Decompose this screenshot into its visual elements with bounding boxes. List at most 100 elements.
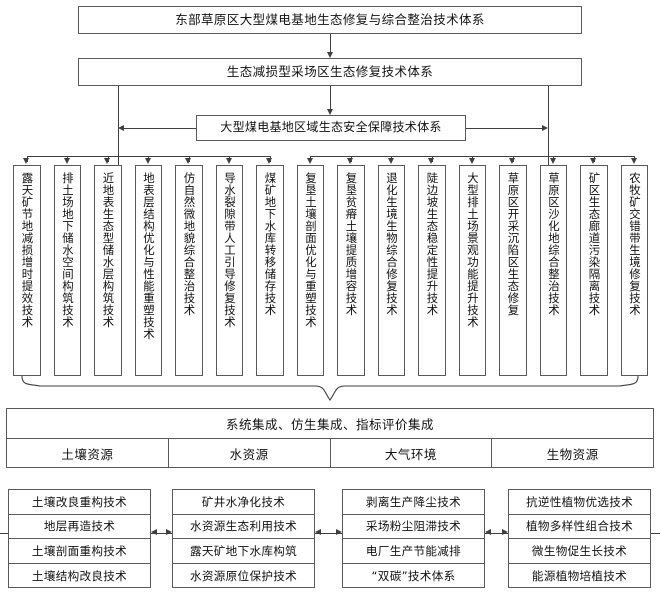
tech-column-box[interactable]: 复垦贫瘠土壤提质增容技术: [337, 165, 365, 376]
integration-column[interactable]: 水资源: [169, 439, 331, 468]
tech-column-arrow: [468, 158, 475, 164]
integration-column-row: 土壤资源水资源大气环境 生物资源: [7, 439, 653, 468]
tech-column-box[interactable]: 地表层结构优化与性能重塑技术: [134, 165, 162, 376]
tech-column-label: 退化生境生物综合修复技术: [384, 172, 399, 316]
tech-column-box[interactable]: 煤矿地下水库转移储存技术: [256, 165, 284, 376]
resource-tech-item[interactable]: 微生物促生长技术: [509, 539, 650, 564]
tech-column-label: 近地表生态型储水层构筑技术: [101, 172, 116, 328]
tech-column-box[interactable]: 复垦土壤剖面优化与重塑技术: [296, 165, 324, 376]
tech-column-label: 草原区开采沉陷区生态修复: [506, 172, 521, 316]
integration-column[interactable]: 大气环境: [331, 439, 493, 468]
tech-column-arrow: [347, 158, 354, 164]
tech-column-box[interactable]: 排土场地下储水空间构筑技术: [53, 165, 81, 376]
resource-tech-item[interactable]: 采场粉尘阻滞技术: [343, 515, 484, 539]
resource-stack-bio: 抗逆性植物优选技术植物多样性组合技术微生物促生长技术能源植物培植技术: [508, 489, 651, 588]
tech-column-label: 煤矿地下水库转移储存技术: [263, 172, 278, 316]
tech-column-label: 陡边坡生态稳定性提升技术: [425, 172, 440, 316]
tech-column-arrow: [185, 158, 192, 164]
tech-column-arrow: [630, 158, 637, 164]
connector-l1-l2-arrow: [326, 52, 333, 58]
tech-column-label: 仿自然微地貌综合整治技术: [182, 172, 197, 316]
tech-column-label: 复垦土壤剖面优化与重塑技术: [303, 172, 318, 328]
integration-column[interactable]: 土壤资源: [7, 439, 169, 468]
tech-column-label: 排土场地下储水空间构筑技术: [60, 172, 75, 328]
resource-tech-item[interactable]: 水资源生态利用技术: [173, 515, 314, 539]
tech-column-label: 复垦贫瘠土壤提质增容技术: [344, 172, 359, 316]
stack-link-line: [151, 532, 172, 534]
level3-title-text: 大型煤电基地区域生态安全保障技术体系: [220, 120, 442, 135]
resource-tech-item[interactable]: 能源植物培植技术: [531, 568, 628, 583]
resource-tech-item[interactable]: 土壤结构改良技术: [31, 568, 128, 583]
level1-title-text: 东部草原区大型煤电基地生态修复与综合整治技术体系: [175, 11, 485, 27]
resource-stack-air: 剥离生产降尘技术采场粉尘阻滞技术电厂生产节能减排 “双碳”技术体系: [342, 489, 485, 588]
resource-stack-water: 矿井水净化技术水资源生态利用技术露天矿地下水库构筑水资源原位保护技术: [172, 489, 315, 588]
tech-column-box[interactable]: 农牧矿交错带生境修复技术: [620, 165, 648, 376]
tech-column-arrow: [266, 158, 273, 164]
integration-title: 系统集成、仿生集成、指标评价集成: [7, 409, 653, 439]
tech-column-label: 导水裂隙带人工引导修复技术: [222, 172, 237, 328]
tech-column-label: 露天矿节地减损增时提效技术: [20, 172, 35, 328]
tech-column-label: 地表层结构优化与性能重塑技术: [141, 172, 156, 340]
tech-column-arrow: [63, 158, 70, 164]
tech-column-label: 农牧矿交错带生境修复技术: [627, 172, 642, 316]
tech-column-box[interactable]: 导水裂隙带人工引导修复技术: [215, 165, 243, 376]
tech-column-box[interactable]: 草原区沙化地综合整治技术: [539, 165, 567, 376]
bus-tie-right: [548, 156, 635, 157]
stack-link-arrow-left: [151, 529, 157, 535]
tech-column-arrow: [509, 158, 516, 164]
level3-right-link: [466, 128, 544, 129]
resource-stack-soil: 土壤改良重构技术地层再造技术土壤剖面重构技术土壤结构改良技术: [8, 489, 151, 588]
tech-column-label: 大型排土场景观功能提升技术: [465, 172, 480, 328]
stack-edge-line-left: [0, 532, 8, 534]
integration-column[interactable]: 生物资源: [546, 447, 599, 462]
tech-column-arrow: [23, 158, 30, 164]
connector-l2-l3-arrow: [326, 109, 333, 115]
stack-link-line: [315, 532, 342, 534]
resource-tech-item[interactable]: 土壤剖面重构技术: [9, 539, 150, 564]
rail-right-vertical: [548, 86, 549, 166]
tech-column-arrow: [590, 158, 597, 164]
level3-left-link: [122, 128, 196, 129]
tech-column-box[interactable]: 仿自然微地貌综合整治技术: [175, 165, 203, 376]
resource-tech-item[interactable]: 剥离生产降尘技术: [343, 490, 484, 515]
level3-right-arrowhead: [542, 124, 548, 131]
tech-column-arrow: [225, 158, 232, 164]
stack-edge-line-right: [651, 532, 660, 534]
resource-tech-item[interactable]: 地层再造技术: [9, 515, 150, 539]
brace-connector: [21, 375, 639, 401]
tech-column-arrow: [549, 158, 556, 164]
tech-column-arrow: [428, 158, 435, 164]
resource-tech-item[interactable]: 植物多样性组合技术: [509, 515, 650, 539]
resource-tech-item[interactable]: “双碳”技术体系: [371, 568, 456, 583]
tech-column-box[interactable]: 矿区生态廊道污染隔离技术: [580, 165, 608, 376]
connector-l2-l3-line: [330, 86, 331, 110]
tech-column-box[interactable]: 露天矿节地减损增时提效技术: [13, 165, 41, 376]
stack-link-arrow-right: [336, 529, 342, 535]
resource-tech-item[interactable]: 土壤改良重构技术: [9, 490, 150, 515]
stack-link-arrow-right: [166, 529, 172, 535]
level3-title-box: 大型煤电基地区域生态安全保障技术体系: [196, 115, 466, 141]
connector-l1-l2-line: [330, 34, 331, 53]
tech-column-arrow: [306, 158, 313, 164]
tech-column-arrow: [144, 158, 151, 164]
tech-column-box[interactable]: 大型排土场景观功能提升技术: [458, 165, 486, 376]
level1-title-box: 东部草原区大型煤电基地生态修复与综合整治技术体系: [78, 6, 582, 34]
resource-tech-item[interactable]: 水资源原位保护技术: [189, 568, 298, 583]
resource-tech-item[interactable]: 露天矿地下水库构筑: [173, 539, 314, 564]
tech-column-box[interactable]: 退化生境生物综合修复技术: [377, 165, 405, 376]
tech-column-box[interactable]: 近地表生态型储水层构筑技术: [94, 165, 122, 376]
resource-tech-item[interactable]: 矿井水净化技术: [173, 490, 314, 515]
level3-left-arrowhead: [118, 124, 124, 131]
tech-column-arrow: [104, 158, 111, 164]
tech-column-arrow: [387, 158, 394, 164]
bus-tie-left: [26, 156, 118, 157]
tech-column-box[interactable]: 草原区开采沉陷区生态修复: [499, 165, 527, 376]
stack-link-arrow-left: [485, 529, 491, 535]
level2-title-box: 生态减损型采场区生态修复技术体系: [78, 58, 582, 86]
tech-column-label: 草原区沙化地综合整治技术: [546, 172, 561, 316]
resource-tech-item[interactable]: 电厂生产节能减排: [343, 539, 484, 564]
tech-column-box[interactable]: 陡边坡生态稳定性提升技术: [418, 165, 446, 376]
resource-tech-item[interactable]: 抗逆性植物优选技术: [509, 490, 650, 515]
stack-link-arrow-left: [315, 529, 321, 535]
integration-table: 系统集成、仿生集成、指标评价集成 土壤资源水资源大气环境 生物资源: [6, 408, 654, 468]
